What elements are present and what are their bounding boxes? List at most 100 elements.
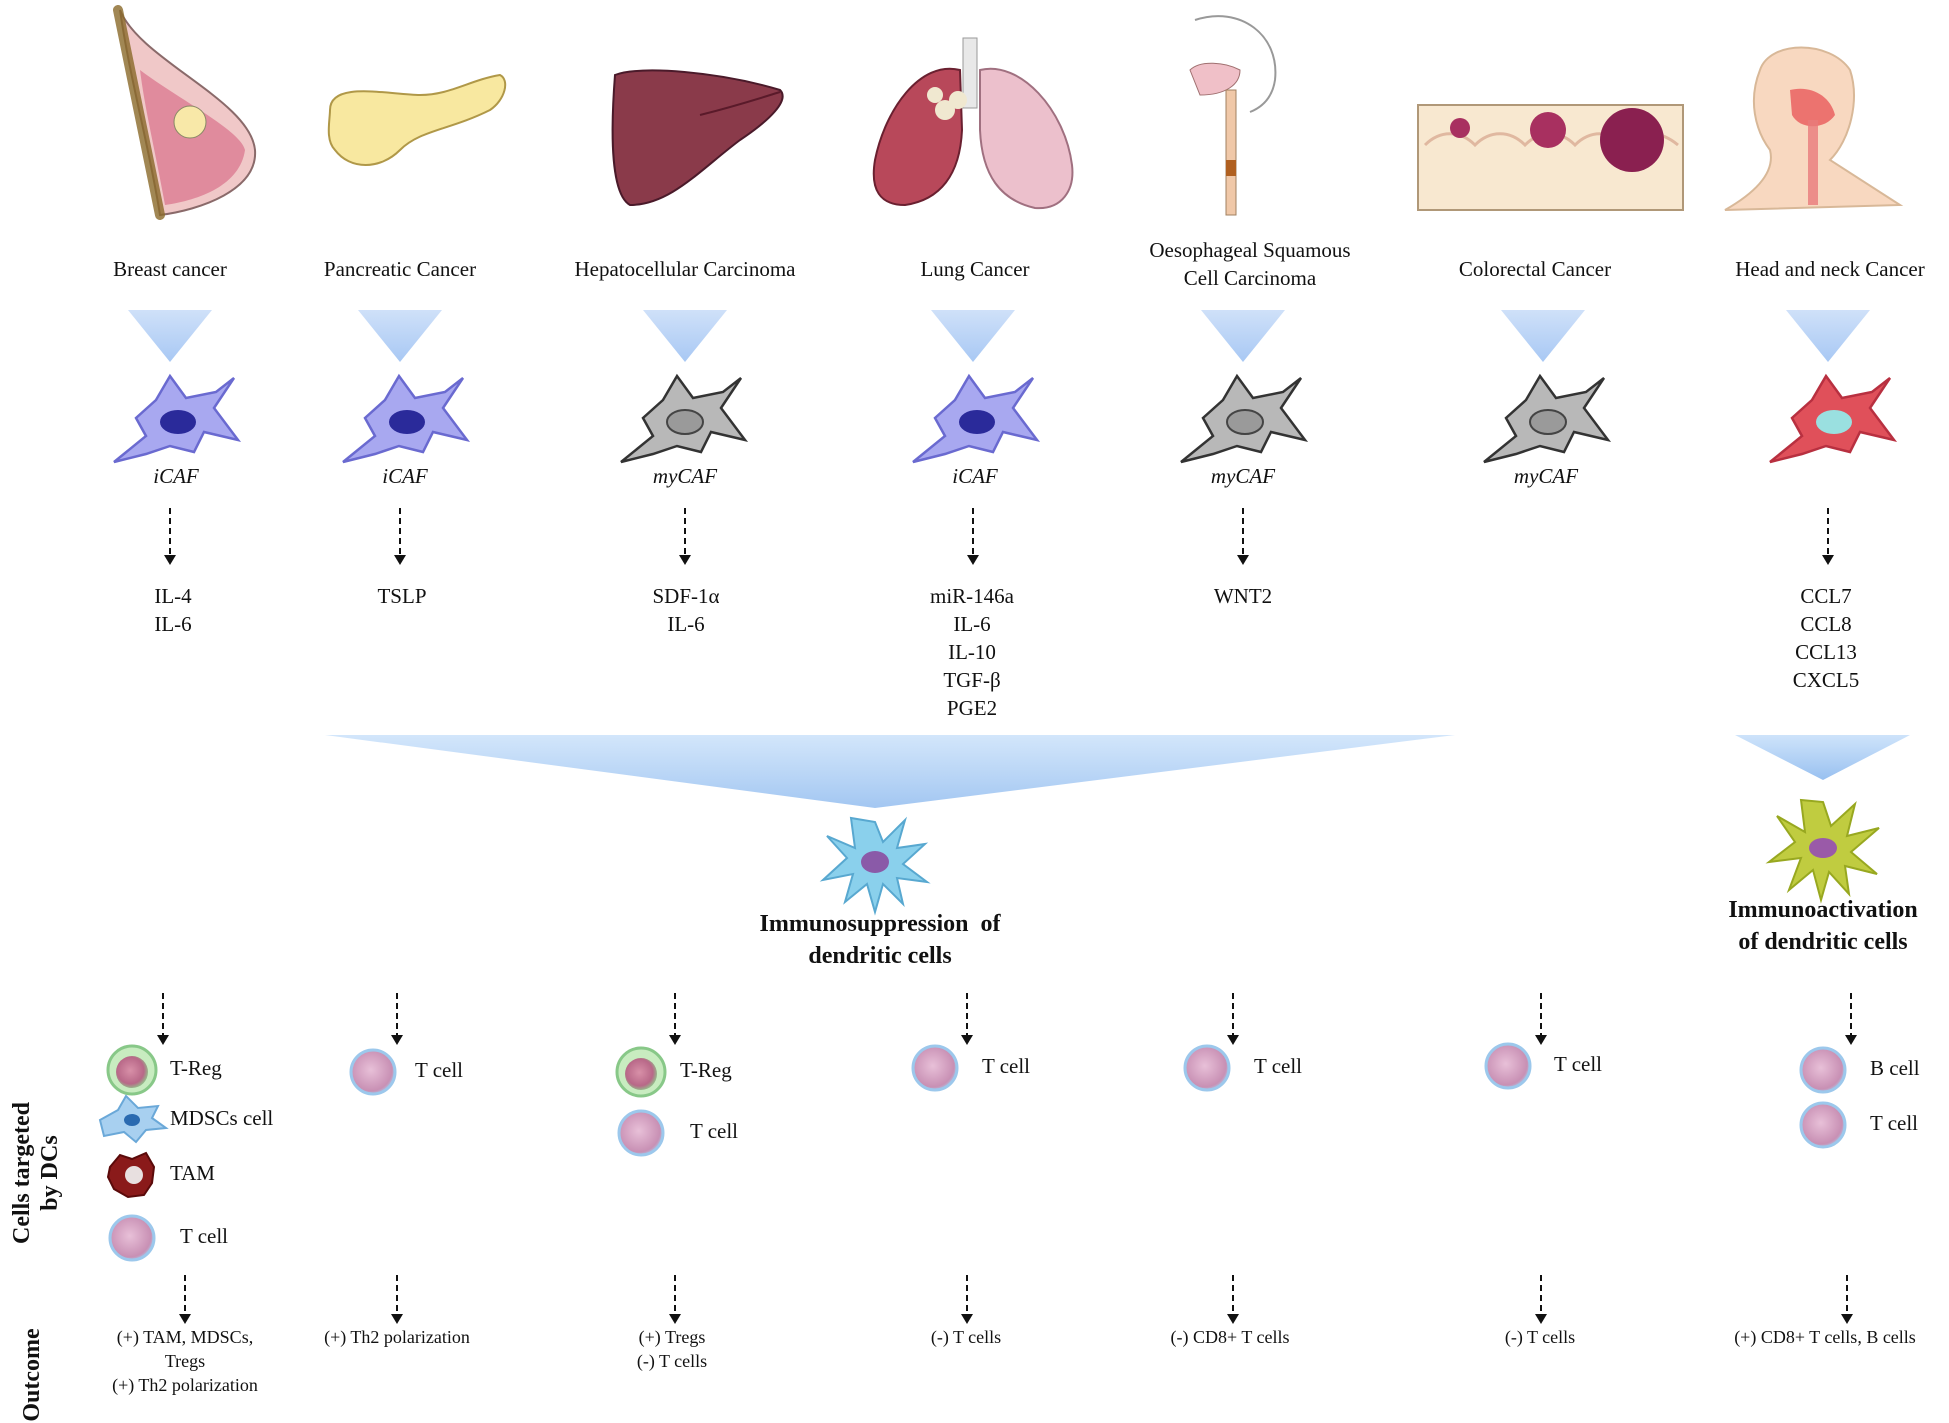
- factor-item: CCL7: [1800, 584, 1852, 608]
- arrow-head: [1227, 1314, 1239, 1324]
- outcome-lung: (-) T cells: [930, 1327, 1002, 1347]
- label-immunosuppression: Immunosuppression of dendritic cells: [759, 911, 1001, 969]
- down-triangle-arrow: [128, 310, 212, 362]
- factor-item: CXCL5: [1792, 668, 1860, 692]
- cancer-name-head-neck: Head and neck Cancer: [1735, 257, 1925, 281]
- target-cell-label: T cell: [180, 1224, 229, 1248]
- caf-mycaf-icon: [1483, 373, 1612, 464]
- factor-item: IL-6: [953, 612, 991, 636]
- funnel-suppression-arrow: [325, 735, 1455, 808]
- caf-icaf-icon: [342, 373, 471, 464]
- factor-item: IL-6: [154, 612, 192, 636]
- cancer-name-pancreatic: Pancreatic Cancer: [323, 257, 477, 281]
- tcell-cell-icon: [1484, 1042, 1532, 1090]
- cancer-name-colorectal: Colorectal Cancer: [1458, 257, 1612, 281]
- arrow-head: [669, 1035, 681, 1045]
- outcome-pancreatic: (+) Th2 polarization: [324, 1327, 470, 1347]
- caf-mycaf-icon: [1180, 373, 1309, 464]
- target-cell-label: T-Reg: [170, 1056, 222, 1080]
- target-cell-label: T cell: [1870, 1111, 1919, 1135]
- arrow-head: [1845, 1035, 1857, 1045]
- arrow-head: [1227, 1035, 1239, 1045]
- arrow-head: [967, 555, 979, 565]
- cancer-name-hepatocellular: Hepatocellular Carcinoma: [574, 257, 796, 281]
- arrow-head: [1535, 1314, 1547, 1324]
- down-triangle-arrow: [358, 310, 442, 362]
- arrow-head: [164, 555, 176, 565]
- outcome-colorectal: (-) T cells: [1504, 1327, 1576, 1347]
- caf-label-pancreatic: iCAF: [382, 464, 428, 488]
- side-label-cells-targeted: Cells targeted by DCs: [9, 1102, 63, 1244]
- down-triangle-arrow: [643, 310, 727, 362]
- caf-label-breast: iCAF: [153, 464, 199, 488]
- down-triangle-arrow: [1786, 310, 1870, 362]
- caf-label-hepatocellular: myCAF: [652, 464, 718, 488]
- tcell-cell-icon: [1799, 1046, 1847, 1094]
- factor-item: IL-4: [154, 584, 192, 608]
- target-cell-label: T cell: [982, 1054, 1031, 1078]
- factor-item: CCL8: [1800, 612, 1852, 636]
- cancer-name-oesophageal: Oesophageal Squamous Cell Carcinoma: [1149, 238, 1351, 290]
- outcome-hepatocellular: (+) Tregs (-) T cells: [636, 1327, 708, 1371]
- treg-nucleus: [116, 1056, 148, 1088]
- suppressed-dendritic-cell-icon: [819, 816, 931, 916]
- caf-label-lung: iCAF: [952, 464, 998, 488]
- factor-list-oesophageal: WNT2: [1163, 582, 1323, 610]
- down-triangle-arrow: [931, 310, 1015, 362]
- arrow-head: [669, 1314, 681, 1324]
- arrow-head: [961, 1035, 973, 1045]
- caf-icaf-icon: [912, 373, 1041, 464]
- liver-organ-icon: [611, 69, 784, 207]
- target-cell-label: T-Reg: [680, 1058, 732, 1082]
- tcell-cell-icon: [1799, 1101, 1847, 1149]
- down-triangle-arrow: [1201, 310, 1285, 362]
- factor-item: SDF-1α: [652, 584, 720, 608]
- target-cell-label: T cell: [415, 1058, 464, 1082]
- arrow-head: [1822, 555, 1834, 565]
- outcome-breast: (+) TAM, MDSCs, Tregs (+) Th2 polarizati…: [112, 1327, 258, 1395]
- tcell-cell-icon: [108, 1214, 156, 1262]
- oesophagus-organ-icon: [1189, 15, 1277, 216]
- target-cell-label: T cell: [690, 1119, 739, 1143]
- arrow-head: [391, 1314, 403, 1324]
- treg-nucleus: [625, 1058, 657, 1090]
- tcell-cell-icon: [349, 1048, 397, 1096]
- caf-icaf-icon: [113, 373, 242, 464]
- factor-list-pancreatic: TSLP: [322, 582, 482, 610]
- target-cell-label: T cell: [1554, 1052, 1603, 1076]
- breast-organ-icon: [113, 5, 257, 220]
- arrow-head: [391, 1035, 403, 1045]
- head-neck-organ-icon: [1724, 46, 1904, 211]
- arrow-head: [157, 1035, 169, 1045]
- factor-item: WNT2: [1213, 584, 1273, 608]
- side-label-outcome: Outcome: [19, 1328, 45, 1422]
- arrow-head: [394, 555, 406, 565]
- factor-item: miR-146a: [930, 584, 1014, 608]
- factor-item: IL-6: [667, 612, 705, 636]
- label-immunoactivation: Immunoactivation of dendritic cells: [1728, 897, 1918, 955]
- tcell-cell-icon: [911, 1044, 959, 1092]
- factor-item: TGF-β: [943, 668, 1001, 692]
- arrow-head: [679, 555, 691, 565]
- pancreas-organ-icon: [327, 73, 507, 166]
- factor-item: CCL13: [1795, 640, 1857, 664]
- caf-red-icon: [1769, 373, 1898, 464]
- arrow-head: [1841, 1314, 1853, 1324]
- factor-item: PGE2: [946, 696, 998, 720]
- arrow-head: [179, 1314, 191, 1324]
- arrow-head: [1237, 555, 1249, 565]
- tam-cell-icon: [106, 1151, 156, 1199]
- target-cell-label: TAM: [170, 1161, 215, 1185]
- activated-dendritic-cell-icon: [1765, 798, 1880, 904]
- colon-organ-icon: [1417, 104, 1684, 211]
- tcell-cell-icon: [617, 1109, 665, 1157]
- arrow-head: [961, 1314, 973, 1324]
- mdsc-cell-icon: [98, 1094, 169, 1144]
